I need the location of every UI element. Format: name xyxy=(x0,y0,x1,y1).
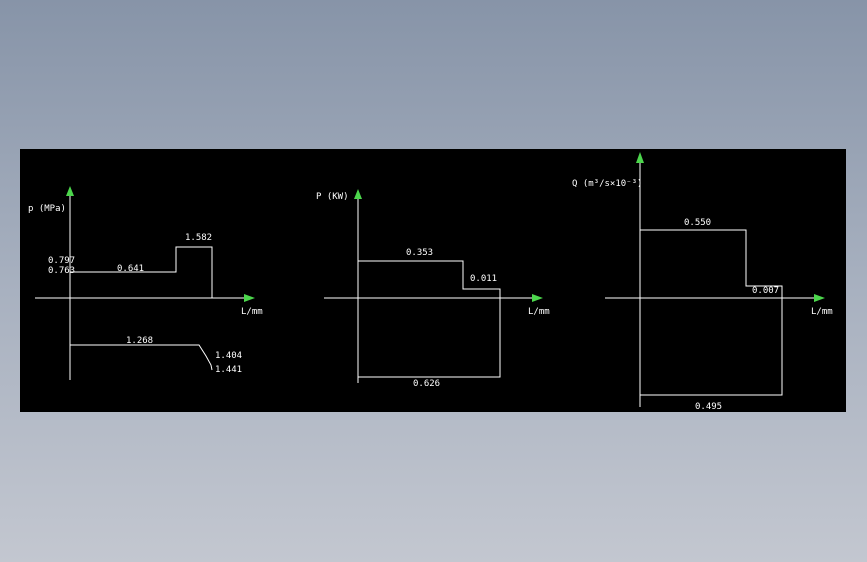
p-y-label: p (MPa) xyxy=(28,204,66,214)
pressure-diagram: p (MPa) L/mm 0.797 0.763 0.641 1.582 1.2… xyxy=(28,186,263,380)
P-y-axis-arrow-icon xyxy=(354,189,362,199)
p-value-1404: 1.404 xyxy=(215,351,242,361)
p-upper-curve xyxy=(70,246,213,298)
P-x-axis-arrow-icon xyxy=(532,294,543,302)
power-diagram: P (KW) L/mm 0.353 0.011 0.626 xyxy=(316,189,550,389)
p-x-label: L/mm xyxy=(241,307,263,317)
Q-y-label: Q (m³/s×10⁻³) xyxy=(572,179,642,189)
p-value-0763: 0.763 xyxy=(48,266,75,276)
Q-y-axis-arrow-icon xyxy=(636,152,644,163)
Q-upper-curve xyxy=(640,229,783,298)
Q-value-0007: 0.007 xyxy=(752,286,779,296)
Q-lower-curve xyxy=(640,298,783,396)
P-value-0011: 0.011 xyxy=(470,274,497,284)
P-lower-curve xyxy=(358,298,501,378)
flow-diagram: Q (m³/s×10⁻³) L/mm 0.550 0.007 0.495 xyxy=(572,152,833,412)
Q-x-label: L/mm xyxy=(811,307,833,317)
Q-value-0495: 0.495 xyxy=(695,402,722,412)
p-x-axis-arrow-icon xyxy=(244,294,255,302)
p-value-1268: 1.268 xyxy=(126,336,153,346)
P-x-label: L/mm xyxy=(528,307,550,317)
Q-value-0550: 0.550 xyxy=(684,218,711,228)
p-value-1582: 1.582 xyxy=(185,233,212,243)
P-value-0353: 0.353 xyxy=(406,248,433,258)
Q-x-axis-arrow-icon xyxy=(814,294,825,302)
p-value-0797: 0.797 xyxy=(48,256,75,266)
p-value-0641: 0.641 xyxy=(117,264,144,274)
p-lower-curve xyxy=(70,344,213,371)
P-y-label: P (KW) xyxy=(316,192,349,202)
P-upper-curve xyxy=(358,260,501,298)
p-y-axis-arrow-icon xyxy=(66,186,74,196)
drawing-viewport[interactable] xyxy=(20,149,846,412)
p-value-1441: 1.441 xyxy=(215,365,242,375)
P-value-0626: 0.626 xyxy=(413,379,440,389)
